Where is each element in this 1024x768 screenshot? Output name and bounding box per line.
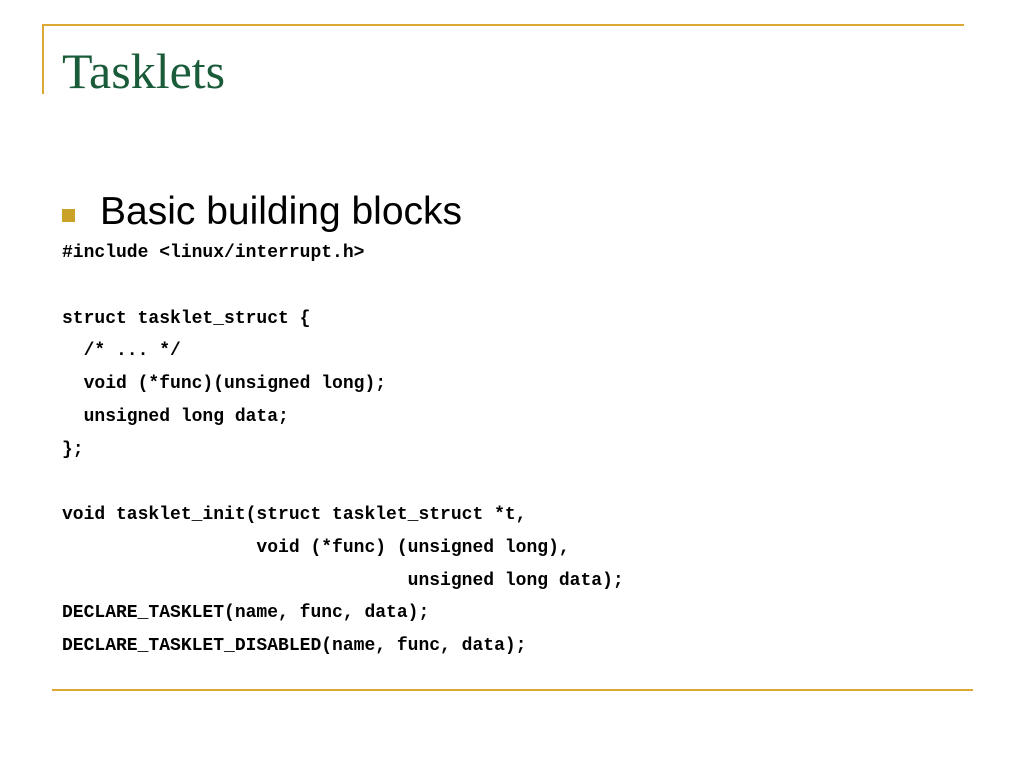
code-line: void (*func)(unsigned long);: [62, 374, 387, 394]
bullet-item: Basic building blocks: [62, 186, 462, 238]
code-line: [62, 466, 624, 499]
top-border-line: [42, 24, 964, 26]
code-line: };: [62, 439, 84, 460]
code-line: /* ... */: [62, 341, 181, 362]
code-line: unsigned long data);: [62, 570, 624, 591]
square-bullet-icon: [62, 208, 75, 222]
bottom-border-line: [52, 689, 973, 691]
left-border-line: [42, 24, 44, 94]
code-line: DECLARE_TASKLET_DISABLED(name, func, dat…: [62, 636, 527, 656]
code-line: void tasklet_init(struct tasklet_struct …: [62, 505, 527, 525]
code-line: DECLARE_TASKLET(name, func, data);: [62, 603, 430, 624]
code-line: [62, 270, 624, 303]
code-line: #include <linux/interrupt.h>: [62, 243, 365, 263]
code-line: unsigned long data;: [62, 406, 289, 427]
bullet-text: Basic building blocks: [100, 190, 463, 233]
code-line: struct tasklet_struct {: [62, 308, 311, 329]
code-line: void (*func) (unsigned long),: [62, 537, 570, 558]
slide-title: Tasklets: [62, 43, 226, 99]
code-block: #include <linux/interrupt.h> struct task…: [62, 237, 624, 663]
